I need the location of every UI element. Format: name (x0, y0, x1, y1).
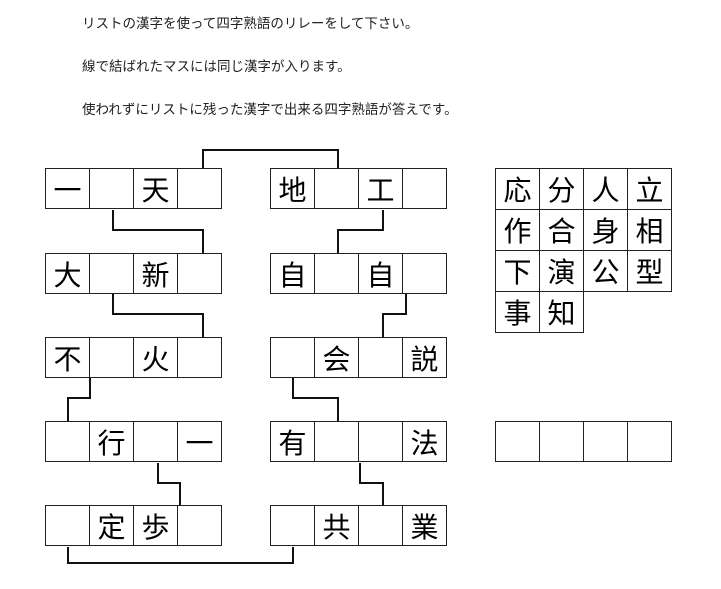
instruction-3: 使われずにリストに残った漢字で出来る四字熟語が答えです。 (82, 102, 458, 118)
left-row-1: 一 天 (45, 168, 222, 209)
grid-cell[interactable]: 自 (358, 253, 403, 294)
kanji-list-row: 応 分 人 立 (495, 168, 672, 210)
connector-right-3-4 (292, 378, 339, 421)
kanji-list-item: 立 (627, 168, 672, 210)
answer-row (495, 421, 672, 462)
right-row-1: 地 工 (270, 168, 447, 209)
grid-cell[interactable] (402, 168, 447, 209)
grid-cell[interactable]: 歩 (133, 505, 178, 546)
grid-cell[interactable] (89, 253, 134, 294)
answer-cell[interactable] (627, 421, 672, 462)
grid-cell[interactable] (89, 337, 134, 378)
grid-cell[interactable] (89, 168, 134, 209)
grid-cell[interactable]: 定 (89, 505, 134, 546)
grid-cell[interactable]: 行 (89, 421, 134, 462)
grid-cell[interactable] (270, 337, 315, 378)
grid-cell[interactable]: 有 (270, 421, 315, 462)
kanji-list-item: 合 (539, 209, 584, 251)
connector-right-2-3 (382, 294, 407, 337)
grid-cell[interactable]: 法 (402, 421, 447, 462)
connector-left-3-4 (67, 378, 91, 421)
kanji-list-row: 下 演 公 型 (495, 250, 672, 292)
kanji-list-item: 人 (583, 168, 628, 210)
grid-cell[interactable]: 一 (177, 421, 222, 462)
kanji-list-item: 公 (583, 250, 628, 292)
grid-cell[interactable] (314, 421, 359, 462)
grid-cell[interactable]: 天 (133, 168, 178, 209)
right-row-3: 会 説 (270, 337, 447, 378)
left-row-2: 大 新 (45, 253, 222, 294)
answer-cell[interactable] (539, 421, 584, 462)
kanji-list-item: 身 (583, 209, 628, 251)
connector-left-2-3 (112, 294, 204, 337)
grid-cell[interactable] (358, 505, 403, 546)
kanji-list-item: 下 (495, 250, 540, 292)
answer-cell[interactable] (583, 421, 628, 462)
grid-cell[interactable] (402, 253, 447, 294)
grid-cell[interactable]: 火 (133, 337, 178, 378)
grid-cell[interactable] (270, 505, 315, 546)
grid-cell[interactable]: 一 (45, 168, 90, 209)
grid-cell[interactable] (314, 168, 359, 209)
connector-left-4-5 (157, 463, 181, 505)
left-row-3: 不 火 (45, 337, 222, 378)
grid-cell[interactable] (45, 421, 90, 462)
kanji-list-row: 事 知 (495, 291, 584, 333)
grid-cell[interactable] (177, 253, 222, 294)
instruction-2: 線で結ばれたマスには同じ漢字が入ります。 (82, 59, 351, 75)
left-row-5: 定 歩 (45, 505, 222, 546)
kanji-list-item: 演 (539, 250, 584, 292)
connector-bottom (67, 547, 294, 564)
grid-cell[interactable]: 新 (133, 253, 178, 294)
grid-cell[interactable]: 業 (402, 505, 447, 546)
right-row-5: 共 業 (270, 505, 447, 546)
grid-cell[interactable]: 工 (358, 168, 403, 209)
connector-right-4-5 (359, 463, 384, 505)
kanji-list-item: 応 (495, 168, 540, 210)
grid-cell[interactable] (177, 337, 222, 378)
grid-cell[interactable]: 説 (402, 337, 447, 378)
kanji-list-item: 作 (495, 209, 540, 251)
grid-cell[interactable] (358, 421, 403, 462)
kanji-list-item: 知 (539, 291, 584, 333)
kanji-list-item: 型 (627, 250, 672, 292)
grid-cell[interactable] (45, 505, 90, 546)
grid-cell[interactable]: 大 (45, 253, 90, 294)
grid-cell[interactable] (358, 337, 403, 378)
connector-left-1-2 (112, 210, 204, 253)
kanji-list-row: 作 合 身 相 (495, 209, 672, 251)
grid-cell[interactable] (314, 253, 359, 294)
connector-top (202, 149, 339, 168)
grid-cell[interactable]: 共 (314, 505, 359, 546)
grid-cell[interactable]: 自 (270, 253, 315, 294)
answer-cell[interactable] (495, 421, 540, 462)
grid-cell[interactable] (177, 505, 222, 546)
grid-cell[interactable]: 不 (45, 337, 90, 378)
left-row-4: 行 一 (45, 421, 222, 462)
connector-right-1-2 (337, 210, 384, 253)
kanji-list-item: 事 (495, 291, 540, 333)
grid-cell[interactable]: 会 (314, 337, 359, 378)
right-row-2: 自 自 (270, 253, 447, 294)
kanji-list-item: 相 (627, 209, 672, 251)
instruction-1: リストの漢字を使って四字熟語のリレーをして下さい。 (82, 16, 419, 32)
grid-cell[interactable]: 地 (270, 168, 315, 209)
grid-cell[interactable] (177, 168, 222, 209)
right-row-4: 有 法 (270, 421, 447, 462)
kanji-list-item: 分 (539, 168, 584, 210)
grid-cell[interactable] (133, 421, 178, 462)
